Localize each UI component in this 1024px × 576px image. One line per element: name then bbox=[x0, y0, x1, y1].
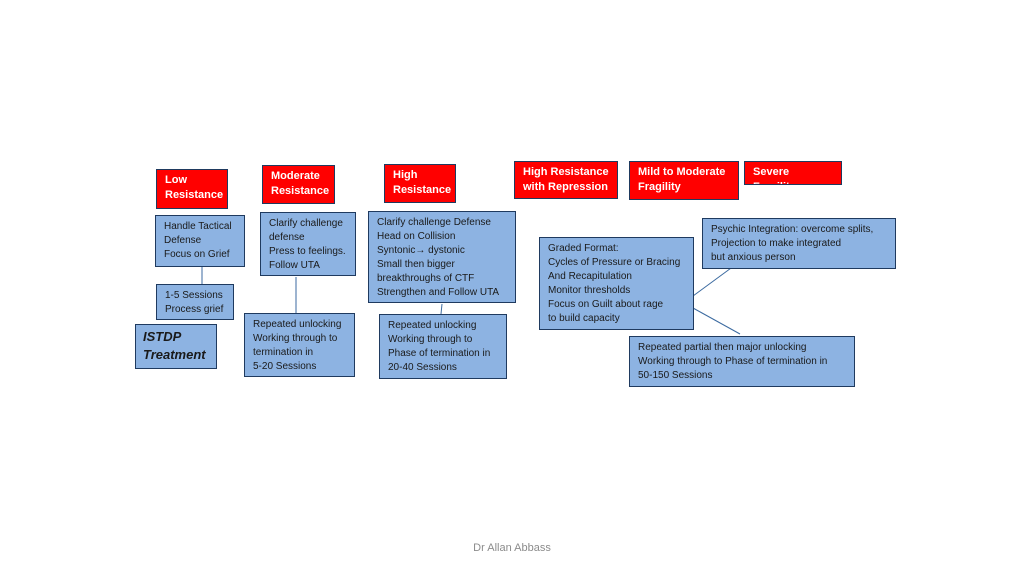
header-severe-fragility: Severe Fragility bbox=[744, 161, 842, 185]
fragility-outcome-box: Repeated partial then major unlocking Wo… bbox=[629, 336, 855, 387]
connector-graded-to-outcome bbox=[692, 307, 741, 335]
graded-format-box: Graded Format: Cycles of Pressure or Bra… bbox=[539, 237, 694, 330]
low-resistance-technique-box: Handle Tactical Defense Focus on Grief bbox=[155, 215, 245, 267]
moderate-resistance-outcome-box: Repeated unlocking Working through to te… bbox=[244, 313, 355, 377]
psychic-integration-box: Psychic Integration: overcome splits, Pr… bbox=[702, 218, 896, 269]
header-mild-moderate-fragility: Mild to Moderate Fragility bbox=[629, 161, 739, 200]
istdp-treatment-label: ISTDP Treatment bbox=[135, 324, 217, 369]
footer-author: Dr Allan Abbass bbox=[473, 542, 551, 554]
header-high-resistance-repression: High Resistance with Repression bbox=[514, 161, 618, 199]
moderate-resistance-technique-box: Clarify challenge defense Press to feeli… bbox=[260, 212, 356, 276]
header-low-resistance: Low Resistance bbox=[156, 169, 228, 209]
connector-high bbox=[440, 303, 443, 315]
high-resistance-technique-box: Clarify challenge Defense Head on Collis… bbox=[368, 211, 516, 303]
high-resistance-outcome-box: Repeated unlocking Working through to Ph… bbox=[379, 314, 507, 379]
header-moderate-resistance: Moderate Resistance bbox=[262, 165, 335, 204]
header-high-resistance: High Resistance bbox=[384, 164, 456, 203]
low-resistance-outcome-box: 1-5 Sessions Process grief bbox=[156, 284, 234, 320]
